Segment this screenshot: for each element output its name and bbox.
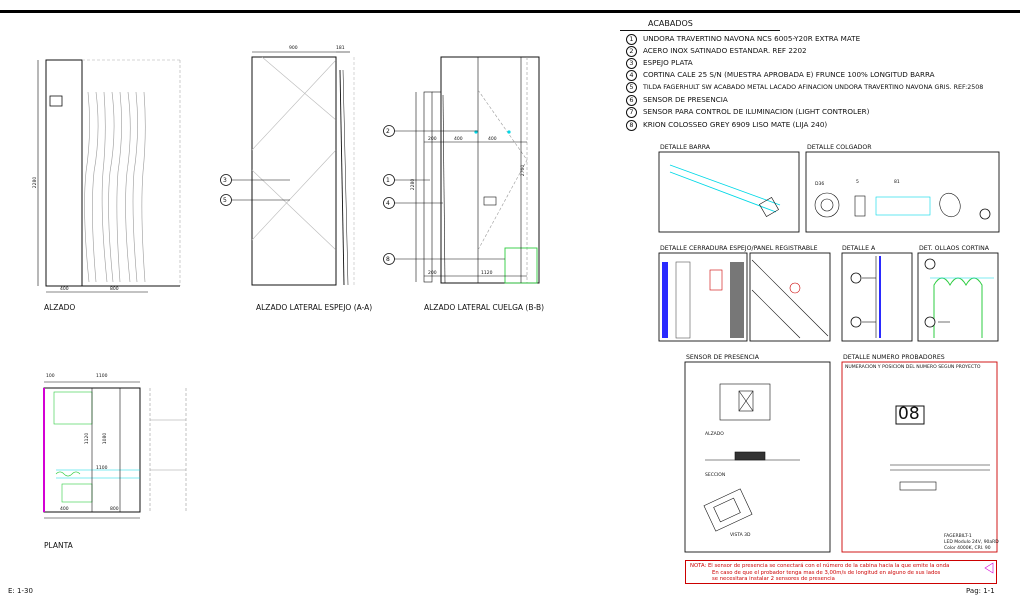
dim-1100b: 1100 [96,466,108,471]
detail-ollaos [930,277,994,338]
detail-sensor [703,383,800,532]
room-number-sample: 08 [898,404,920,424]
dim-100: 100 [46,374,55,379]
note-line-3: se necesitara instalar 2 sensores de pre… [712,576,835,582]
espejo-drawing [251,51,355,286]
caption-planta: PLANTA [44,541,73,550]
acabados-title: ACABADOS [648,19,693,28]
note-icon [984,562,994,574]
detail-numero [890,405,990,491]
planta-drawing [43,381,187,519]
callout-3-espejo: 3 [223,177,227,184]
led-label: LED Modulo 24V, 90aRD [944,540,999,545]
dim-800p: 800 [110,507,119,512]
caption-alzado: ALZADO [44,303,76,312]
dim-400: 400 [60,287,69,292]
leaders [232,130,505,260]
detail-cerradura-title: DETALLE CERRADURA ESPEJO/PANEL REGISTRAB… [660,245,818,252]
alzado-drawing [37,59,181,293]
colgador-dim-5: 5 [856,180,859,185]
detail-barra-title: DETALLE BARRA [660,144,711,151]
callout-5-espejo: 5 [223,197,227,204]
dim-1120: 1120 [481,271,493,276]
callout-8-cuelga: 8 [386,256,390,263]
note-line-2: En caso de que el probador tenga mas de … [712,569,941,576]
note-line-1: NOTA: El sensor de presencia se conectar… [690,563,950,569]
color-label: Color 4000K, CRI. 90 [944,546,991,551]
scale-label: E: 1-30 [8,587,33,595]
sensor-seccion-label: SECCION [705,473,726,478]
colgador-dim-81: 81 [894,180,900,185]
dim-400c: 400 [488,137,497,142]
dim-800: 800 [110,287,119,292]
detail-a-title: DETALLE A [842,245,876,252]
sensor-alzado-label: ALZADO [705,432,724,437]
dim-400b: 400 [454,137,463,142]
dim-1100: 1100 [96,374,108,379]
callout-1-cuelga: 1 [386,177,390,184]
sensor-note: NOTA: El sensor de presencia se conectar… [685,560,997,584]
detail-numero-title: DETALLE NUMERO PROBADORES [843,354,945,361]
sensor-vista3d-label: VISTA 3D [730,533,751,538]
acabados-rule [620,30,780,31]
caption-cuelga: ALZADO LATERAL CUELGA (B-B) [424,303,545,312]
detail-numero-subtitle: NUMERACION Y POSICION DEL NUMERO SEGUN P… [845,365,981,370]
dim-400p: 400 [60,507,69,512]
callout-4-cuelga: 4 [386,200,390,207]
callout-2-cuelga: 2 [386,128,390,135]
dim-181: 181 [336,46,345,51]
title-rule [0,10,1020,13]
detail-cerradura [662,259,829,339]
page-label: Pag: 1-1 [966,587,995,595]
detail-barra [669,164,781,217]
dim-200: 200 [428,137,437,142]
dim-900: 900 [289,46,298,51]
detail-sensor-title: SENSOR DE PRESENCIA [686,354,759,361]
colgador-dim-d36: D36 [815,182,825,187]
caption-espejo: ALZADO LATERAL ESPEJO (A-A) [256,303,373,312]
dim-200b: 200 [428,271,437,276]
detail-frames [658,151,1000,553]
detail-colgador [814,192,961,218]
detail-a [862,256,881,338]
detail-ollaos-title: DET. OLLAOS CORTINA [919,245,989,252]
fagerbilt-label: FAGERBILT-1 [944,534,972,539]
detail-colgador-title: DETALLE COLGADOR [807,144,872,151]
